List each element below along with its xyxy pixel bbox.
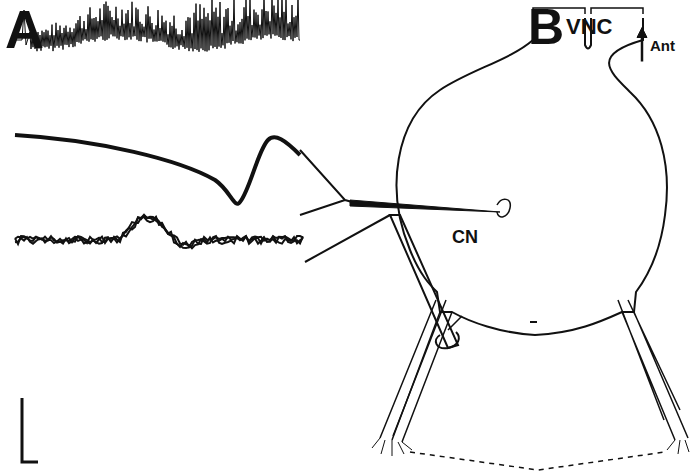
leader-line xyxy=(300,150,352,215)
cell-soma xyxy=(497,199,510,217)
nerve-recording-trace xyxy=(15,215,303,249)
nerve-label: CN xyxy=(452,228,478,246)
direction-label: Ant xyxy=(650,38,675,53)
structure-label: VNC xyxy=(566,16,612,38)
panel-label: B xyxy=(528,2,564,52)
leader-line xyxy=(305,215,390,262)
suction-electrode-tip xyxy=(436,332,459,348)
microelectrode xyxy=(350,200,500,212)
spike-trace xyxy=(15,0,300,52)
ganglion-outline xyxy=(397,18,667,335)
tick xyxy=(530,321,537,323)
averaged-epsp-trace xyxy=(15,135,300,204)
suction-electrode xyxy=(390,215,458,348)
body-outline xyxy=(410,452,665,470)
nerve xyxy=(618,300,688,440)
nerve-recording-trace xyxy=(15,217,303,248)
panel-label: A xyxy=(5,2,44,56)
nerve-endings xyxy=(372,438,689,456)
scale-bar xyxy=(22,398,38,462)
arrowhead xyxy=(637,28,647,38)
